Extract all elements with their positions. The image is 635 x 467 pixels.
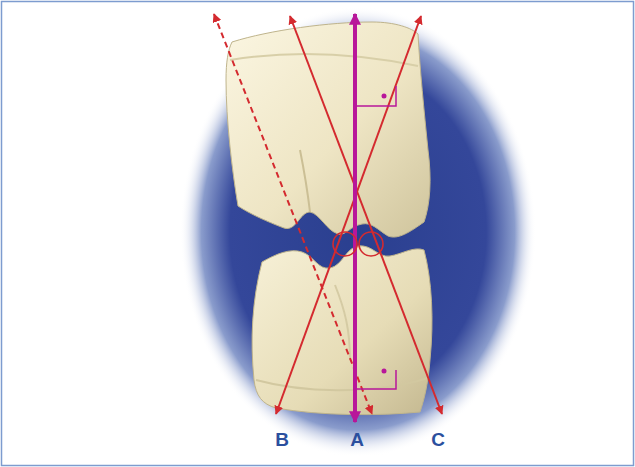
right-angle-dot bbox=[382, 369, 387, 374]
axis-line bbox=[276, 16, 421, 414]
right-angle-mark bbox=[355, 370, 396, 389]
contact-circle bbox=[359, 232, 383, 256]
lower-tooth bbox=[252, 246, 432, 415]
axis-line bbox=[290, 16, 442, 414]
tooth-shading bbox=[335, 285, 350, 360]
right-angle-dot bbox=[382, 94, 387, 99]
axis-label: B bbox=[275, 430, 289, 449]
axis-label: A bbox=[350, 430, 364, 449]
background-halo bbox=[180, 7, 536, 457]
axis-label: C bbox=[431, 430, 445, 449]
vertical-axis bbox=[353, 14, 357, 422]
tooth-shading bbox=[230, 54, 418, 66]
upper-tooth bbox=[226, 22, 430, 237]
tooth-shading bbox=[256, 378, 428, 390]
tooth-shading bbox=[300, 150, 310, 212]
right-angle-mark bbox=[355, 86, 396, 106]
contact-circle bbox=[333, 232, 357, 256]
